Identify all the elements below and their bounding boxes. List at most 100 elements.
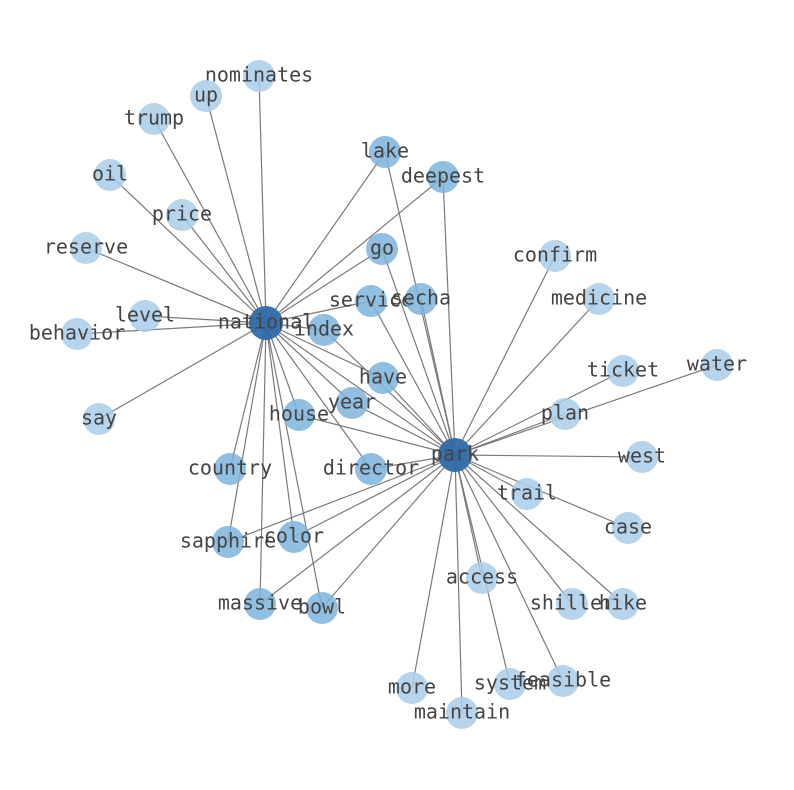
node-label: maintain — [414, 700, 510, 724]
node-circle — [396, 672, 428, 704]
edge-national-go — [265, 248, 383, 324]
node-circle — [367, 362, 399, 394]
node-label: color — [264, 524, 324, 548]
node-circle — [438, 438, 472, 472]
node-label: feasible — [515, 668, 611, 692]
node-circle — [547, 665, 579, 697]
node-label: water — [687, 352, 747, 376]
node-access: access — [446, 562, 518, 594]
node-circle — [70, 232, 102, 264]
node-circle — [539, 240, 571, 272]
edge-park-sapphire — [227, 454, 456, 543]
node-label: park — [431, 442, 479, 466]
node-shiller: shiller — [530, 588, 614, 620]
node-up: up — [190, 80, 222, 112]
node-circle — [466, 562, 498, 594]
node-circle — [214, 453, 246, 485]
node-feasible: feasible — [515, 665, 611, 697]
node-label: hike — [599, 591, 647, 615]
node-label: bowl — [298, 595, 346, 619]
edge-park-massive — [259, 454, 456, 605]
edge-park-confirm — [454, 255, 556, 456]
node-label: house — [269, 402, 329, 426]
edge-park-have — [382, 377, 456, 456]
node-level: level — [115, 300, 175, 332]
node-water: water — [687, 349, 747, 381]
node-label: country — [188, 456, 272, 480]
node-circle — [61, 318, 93, 350]
node-circle — [244, 588, 276, 620]
edge-national-say — [98, 322, 267, 420]
edge-park-plan — [454, 413, 566, 456]
node-bowl: bowl — [298, 592, 346, 624]
node-index: index — [294, 314, 354, 346]
edge-park-service — [370, 300, 456, 456]
node-say: say — [81, 403, 117, 435]
node-label: secha — [391, 286, 451, 310]
node-circle — [355, 453, 387, 485]
node-reserve: reserve — [44, 232, 128, 264]
node-circle — [405, 283, 437, 315]
node-label: index — [294, 317, 354, 341]
node-year: year — [328, 387, 376, 419]
node-circle — [583, 283, 615, 315]
edge-national-year — [265, 322, 353, 404]
node-label: system — [474, 671, 546, 695]
node-national: national — [218, 306, 314, 340]
node-deepest: deepest — [401, 161, 485, 193]
edge-park-hike — [454, 454, 624, 605]
edge-park-year — [351, 402, 456, 456]
node-label: access — [446, 565, 518, 589]
edge-park-bowl — [321, 454, 456, 609]
node-label: level — [115, 303, 175, 327]
node-label: deepest — [401, 164, 485, 188]
node-circle — [243, 60, 275, 92]
node-circle — [283, 399, 315, 431]
edge-national-level — [144, 315, 267, 324]
node-country: country — [188, 453, 272, 485]
node-label: confirm — [513, 243, 597, 267]
edge-park-go — [381, 248, 456, 456]
node-sapphire: sapphire — [180, 526, 276, 558]
node-label: lake — [361, 139, 409, 163]
node-more: more — [388, 672, 436, 704]
node-go: go — [366, 233, 398, 265]
node-circle — [626, 441, 658, 473]
edge-national-country — [229, 322, 267, 470]
node-secha: secha — [391, 283, 451, 315]
edge-park-shiller — [454, 454, 573, 605]
node-label: service — [329, 288, 413, 312]
node-circle — [336, 387, 368, 419]
node-circle — [166, 199, 198, 231]
node-label: ticket — [587, 358, 659, 382]
edge-national-service — [265, 300, 372, 324]
node-circle — [249, 306, 283, 340]
node-circle — [355, 285, 387, 317]
node-label: up — [194, 83, 218, 107]
edge-park-water — [454, 364, 718, 456]
node-circle — [494, 668, 526, 700]
edge-national-bowl — [265, 322, 323, 609]
node-maintain: maintain — [414, 697, 510, 729]
edge-park-deepest — [442, 176, 456, 456]
edge-park-secha — [420, 298, 456, 456]
node-label: sapphire — [180, 529, 276, 553]
node-behavior: behavior — [29, 318, 125, 350]
node-label: year — [328, 390, 376, 414]
edge-national-massive — [259, 322, 267, 605]
edge-park-house — [298, 414, 456, 456]
node-circle — [549, 398, 581, 430]
node-circle — [701, 349, 733, 381]
node-massive: massive — [218, 588, 302, 620]
node-label: oil — [92, 162, 128, 186]
edge-national-nominates — [258, 75, 267, 324]
edge-park-color — [293, 454, 456, 538]
edge-park-west — [454, 454, 643, 458]
edge-national-trump — [153, 118, 267, 324]
edge-park-feasible — [454, 454, 564, 682]
node-house: house — [269, 399, 329, 431]
node-west: west — [618, 441, 666, 473]
node-label: price — [152, 202, 212, 226]
node-oil: oil — [92, 159, 128, 191]
